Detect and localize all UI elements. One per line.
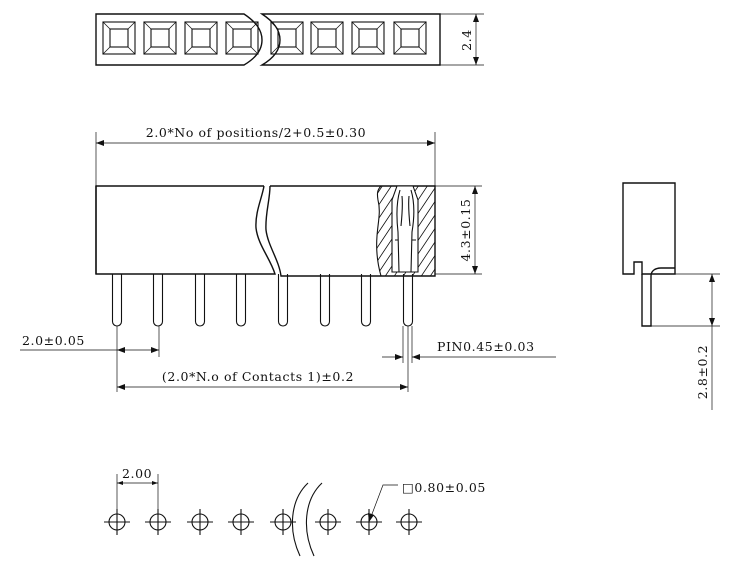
- pad-3: [187, 509, 213, 535]
- body-height-label: 4.3±0.15: [458, 199, 473, 262]
- pad-size-label: □0.80±0.05: [402, 480, 486, 495]
- cavity-5: [270, 21, 304, 55]
- pin-3: [194, 274, 206, 327]
- contacts-span-label: (2.0*N.o of Contacts 1)±0.2: [162, 369, 354, 384]
- pin-pitch-label: 2.0±0.05: [22, 333, 85, 348]
- top-view-outline: [95, 13, 441, 66]
- side-view: 2.8±0.2: [622, 182, 720, 410]
- pin-6: [319, 274, 331, 327]
- cavity-2: [143, 21, 177, 55]
- pin-2: [152, 274, 164, 327]
- pin-4: [235, 274, 247, 327]
- pad-1: [104, 509, 130, 535]
- cavity-7: [351, 21, 385, 55]
- pad-8: [396, 509, 422, 535]
- cavity-1: [102, 21, 136, 55]
- front-body-left: [95, 185, 276, 275]
- contact-cavity: [391, 185, 419, 273]
- pin-7: [360, 274, 372, 327]
- top-view: 2.4: [95, 13, 484, 66]
- pad-5: [270, 509, 296, 535]
- layout-pads: [104, 509, 422, 535]
- pad-4: [228, 509, 254, 535]
- pin-1: [111, 274, 123, 327]
- pad-6: [315, 509, 341, 535]
- overall-length-label: 2.0*No of positions/2+0.5±0.30: [146, 125, 366, 140]
- layout-pitch-label: 2.00: [122, 466, 152, 481]
- top-view-cavities: [102, 21, 427, 55]
- cavity-3: [184, 21, 218, 55]
- top-view-height-label: 2.4: [459, 29, 474, 51]
- front-pins: [111, 274, 414, 327]
- cavity-8: [393, 21, 427, 55]
- pcb-layout: 2.00 □0.80±0.05: [104, 466, 486, 557]
- front-view: 2.0*No of positions/2+0.5±0.30 4.3±0.15: [20, 125, 556, 392]
- pad-2: [145, 509, 171, 535]
- front-body-right: [265, 185, 436, 277]
- layout-break: [291, 482, 323, 557]
- contact-spring: [395, 189, 416, 273]
- pin-size-label: PIN0.45±0.03: [437, 339, 535, 354]
- cavity-4: [225, 21, 259, 55]
- tail-length-label: 2.8±0.2: [695, 345, 710, 399]
- side-body: [622, 182, 676, 275]
- pin-5: [277, 274, 289, 327]
- cavity-6: [310, 21, 344, 55]
- side-pin: [641, 267, 675, 327]
- pin-8: [402, 274, 414, 327]
